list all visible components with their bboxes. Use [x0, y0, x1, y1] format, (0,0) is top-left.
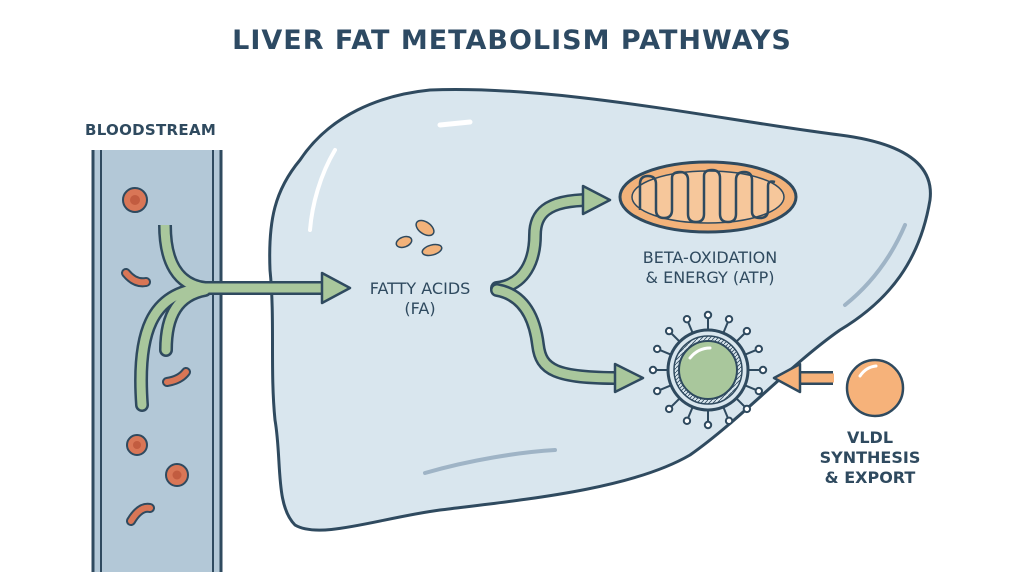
- lipoprotein-spike: [735, 332, 746, 343]
- lipoprotein-spike: [735, 397, 746, 408]
- vldl-label-line: VLDL: [846, 428, 894, 447]
- beta-oxidation-label-line: & ENERGY (ATP): [645, 268, 775, 287]
- lipoprotein-spike: [722, 406, 729, 419]
- lipoprotein-spike-tip: [664, 326, 674, 336]
- mitochondrion-icon: [618, 160, 798, 234]
- vldl-label-line: SYNTHESIS: [819, 448, 921, 467]
- lipoprotein-spike-tip: [758, 365, 768, 375]
- lipoprotein-spike-tip: [724, 314, 734, 324]
- beta-oxidation-label: BETA-OXIDATION & ENERGY (ATP): [600, 248, 820, 288]
- lipoprotein-spike: [687, 406, 694, 419]
- fatty-acids-label-line: FATTY ACIDS: [369, 279, 471, 298]
- blood-cell: [123, 270, 149, 286]
- beta-oxidation-label-line: BETA-OXIDATION: [642, 248, 778, 267]
- lipoprotein-spike-tip: [742, 404, 752, 414]
- blood-cell: [164, 369, 189, 385]
- blood-cell: [126, 434, 148, 456]
- lipoprotein-spike-tip: [703, 310, 713, 320]
- diagram-title: LIVER FAT METABOLISM PATHWAYS: [232, 25, 792, 56]
- lipoprotein-spike-tip: [652, 344, 662, 354]
- liver-highlight-top: [437, 119, 473, 128]
- lipoprotein-spike-tip: [648, 365, 658, 375]
- lipoprotein-spike-tip: [682, 416, 692, 426]
- liver-highlight-left: [308, 148, 337, 232]
- lipoprotein-spike-tip: [754, 386, 764, 396]
- fatty-acid-particle: [395, 235, 413, 249]
- lipoprotein-spike-tip: [703, 420, 713, 430]
- branch-arrow-upper: [490, 184, 612, 295]
- uptake-arrow: [134, 224, 352, 412]
- lipoprotein-spike: [744, 384, 757, 391]
- liver-shade-right: [843, 223, 907, 307]
- blood-vessel: [93, 150, 221, 572]
- lipoprotein-spike: [670, 397, 681, 408]
- lipoprotein-spike-tip: [742, 326, 752, 336]
- lipoprotein-spike-tip: [664, 404, 674, 414]
- blood-cell: [165, 463, 189, 487]
- blood-cell: [128, 504, 153, 524]
- lipoprotein-spike: [744, 349, 757, 356]
- bloodstream-label: BLOODSTREAM: [85, 121, 217, 139]
- branch-arrow-lower: [490, 283, 645, 394]
- lipoprotein-spike: [659, 349, 672, 356]
- fatty-acid-particle: [415, 219, 435, 237]
- vldl-label: VLDL SYNTHESIS & EXPORT: [810, 428, 930, 488]
- blood-cell: [122, 187, 148, 213]
- lipoprotein-spike-tip: [724, 416, 734, 426]
- vldl-particle-icon: [845, 358, 905, 418]
- lipoprotein-spike: [687, 321, 694, 334]
- liver-shade-bottom: [423, 448, 557, 475]
- fatty-acids-label-line: (FA): [404, 299, 436, 318]
- fatty-acids-label: FATTY ACIDS (FA): [350, 279, 490, 319]
- fatty-acid-particle: [421, 243, 443, 257]
- vldl-label-line: & EXPORT: [824, 468, 916, 487]
- lipoprotein-spike-tip: [652, 386, 662, 396]
- export-arrow: [772, 362, 834, 394]
- lipoprotein-spike: [659, 384, 672, 391]
- lipoprotein-particle-icon: [648, 310, 768, 430]
- lipoprotein-spike: [722, 321, 729, 334]
- lipoprotein-spike-tip: [754, 344, 764, 354]
- lipoprotein-spike: [670, 332, 681, 343]
- lipoprotein-spike-tip: [682, 314, 692, 324]
